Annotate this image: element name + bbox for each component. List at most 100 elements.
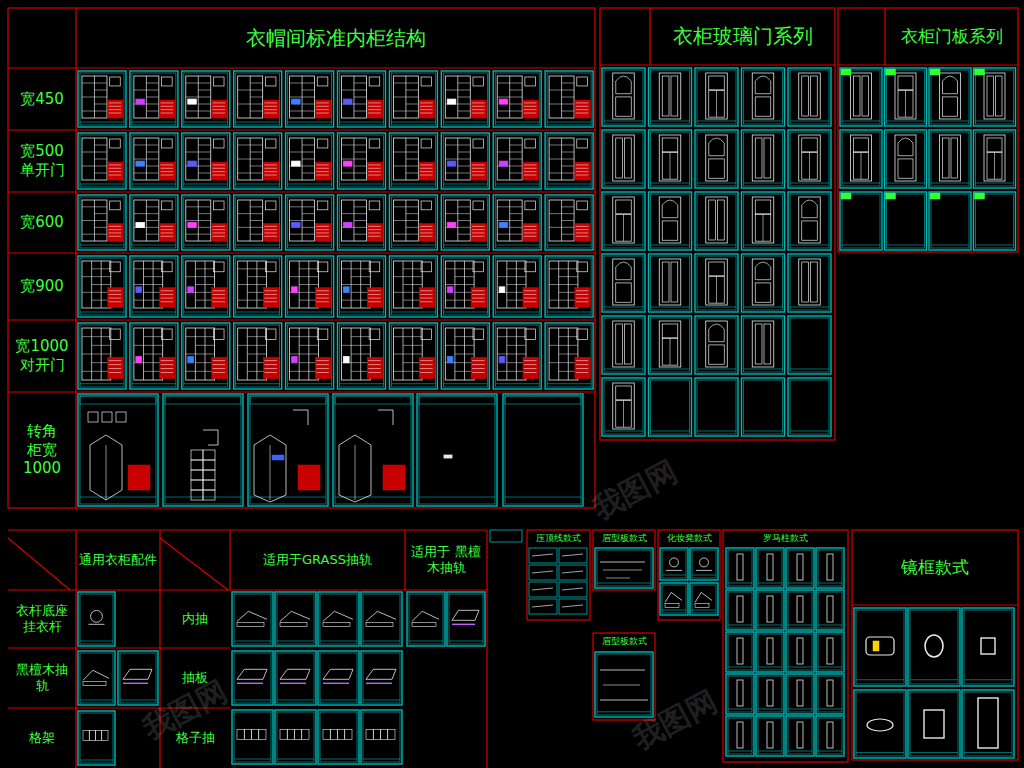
door-panel — [616, 386, 632, 400]
grid-line — [728, 751, 752, 752]
plan-view — [577, 262, 588, 272]
door-panel — [625, 138, 632, 178]
thumb-frame — [662, 550, 686, 578]
grid-line — [184, 245, 228, 246]
grid-line — [758, 583, 782, 584]
grid-line — [238, 104, 263, 105]
grid-line — [758, 667, 782, 668]
grid-line — [758, 625, 782, 626]
spec-block — [108, 357, 123, 378]
grid-line — [247, 336, 266, 337]
cad-line — [293, 410, 308, 425]
grid-line — [651, 183, 690, 184]
grid-line — [884, 8, 885, 65]
thumb-frame — [856, 692, 904, 756]
thumb-frame — [80, 73, 124, 125]
grid-line — [82, 371, 111, 372]
plan-view — [473, 139, 484, 148]
frame-rect — [302, 729, 309, 739]
grid-line — [80, 245, 124, 246]
thumb-frame — [80, 258, 124, 315]
thumb-frame — [931, 70, 969, 124]
grid-line — [842, 245, 880, 246]
grid-line — [510, 145, 522, 146]
frame-rect — [838, 8, 1018, 252]
grid-line — [8, 319, 595, 320]
grid-line — [391, 383, 435, 384]
grid-line — [472, 229, 484, 230]
plan-view — [265, 262, 276, 272]
table-cell: 压顶线款式 — [527, 531, 590, 547]
thumb-frame — [441, 133, 489, 189]
thumb-frame — [132, 197, 176, 248]
thumb-frame — [78, 71, 126, 127]
column-symbol — [737, 596, 743, 622]
thumb-frame — [248, 394, 328, 506]
grid-line — [393, 152, 418, 153]
grid-line — [238, 268, 267, 269]
grid-line — [368, 294, 380, 295]
thumb-frame — [338, 195, 386, 250]
grid-line — [368, 301, 380, 302]
grid-line — [109, 229, 121, 230]
thumb-frame — [389, 133, 437, 189]
grid-line — [576, 294, 588, 295]
grid-line — [623, 214, 624, 241]
door-panel — [755, 214, 771, 241]
thumb-frame — [597, 654, 651, 715]
thumb-frame — [818, 718, 842, 754]
thumb-frame — [929, 68, 971, 126]
grid-line — [94, 173, 106, 174]
cell-label: 罗马柱款式 — [763, 533, 808, 544]
grid-line — [277, 700, 314, 701]
column-symbol — [737, 722, 743, 748]
grid-line — [213, 364, 225, 365]
thumb-frame — [559, 582, 587, 597]
grid-line — [264, 109, 276, 110]
grid-line — [250, 206, 262, 207]
door-outline — [752, 135, 774, 181]
spec-block — [315, 224, 330, 242]
grid-line — [82, 354, 111, 355]
thumb-frame — [744, 380, 783, 434]
grid-line — [120, 700, 156, 701]
grid-line — [472, 372, 484, 373]
mirror-frame — [924, 710, 944, 738]
thumb-frame — [887, 70, 925, 124]
part-symbol — [670, 558, 679, 567]
cad-line — [339, 435, 371, 502]
grid-line — [213, 360, 225, 361]
plan-view — [162, 139, 173, 148]
grid-line — [368, 102, 380, 103]
grid-line — [604, 431, 643, 432]
grid-line — [342, 345, 371, 346]
thumb-frame — [788, 192, 831, 250]
door-panel — [854, 76, 861, 116]
thumb-frame — [602, 192, 645, 250]
grid-line — [146, 152, 158, 153]
grid-line — [161, 294, 173, 295]
grid-line — [161, 364, 173, 365]
thumb-frame — [132, 258, 176, 315]
cabinet-outline — [134, 261, 163, 308]
frame-rect — [280, 622, 307, 626]
thumb-frame — [818, 634, 842, 670]
door-panel — [662, 338, 678, 365]
door-arch — [755, 76, 771, 94]
mirror-frame — [867, 719, 893, 731]
grid-line — [393, 220, 418, 221]
grid-line — [524, 290, 536, 291]
thumb-frame — [277, 594, 314, 644]
grid-line — [559, 336, 578, 337]
grid-line — [238, 213, 263, 214]
column-symbol — [797, 722, 803, 748]
thumb-frame — [78, 651, 115, 705]
grid-line — [458, 220, 470, 221]
spec-block — [367, 100, 382, 118]
grid-line — [80, 700, 113, 701]
grid-line — [393, 371, 422, 372]
thumb-frame — [391, 73, 435, 125]
thumb-frame — [184, 73, 228, 125]
frame-rect — [295, 729, 302, 739]
thumb-frame — [288, 325, 332, 387]
